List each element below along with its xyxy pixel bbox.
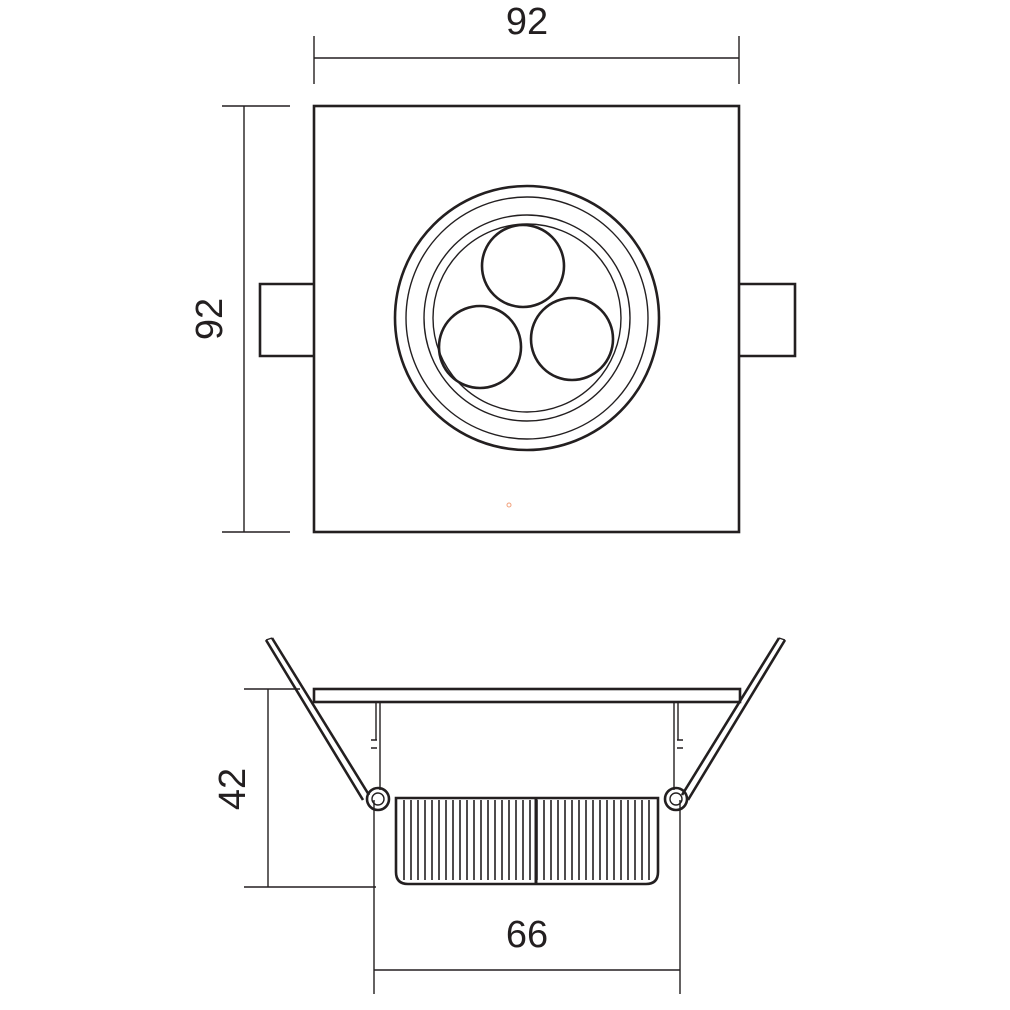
top-height-label: 92	[189, 298, 231, 340]
led-left	[437, 304, 523, 390]
heat-sink	[394, 796, 660, 886]
heat-sink-fins	[403, 798, 650, 884]
top-height-dimension: 92	[189, 105, 290, 533]
left-spring-clip	[264, 637, 391, 812]
cutout-width-label: 66	[506, 914, 548, 956]
led-top	[480, 223, 566, 309]
side-view: 42 66	[212, 637, 787, 994]
inner-ring	[423, 214, 631, 422]
center-marker	[506, 502, 512, 508]
housing-body-inner	[375, 702, 679, 740]
top-width-dimension: 92	[313, 1, 740, 84]
outer-ring	[393, 184, 661, 452]
left-clip	[258, 282, 314, 358]
led-right	[529, 296, 615, 382]
right-clip	[739, 282, 797, 358]
top-width-label: 92	[506, 1, 548, 43]
cutout-width-dimension: 66	[373, 800, 681, 994]
top-view: 92 92	[189, 1, 797, 534]
front-plate	[312, 687, 742, 704]
square-housing	[312, 104, 741, 534]
middle-ring	[405, 196, 649, 440]
side-height-dimension: 42	[212, 688, 376, 888]
housing-body	[379, 702, 675, 790]
right-spring-clip	[663, 637, 787, 812]
side-height-label: 42	[212, 768, 254, 810]
